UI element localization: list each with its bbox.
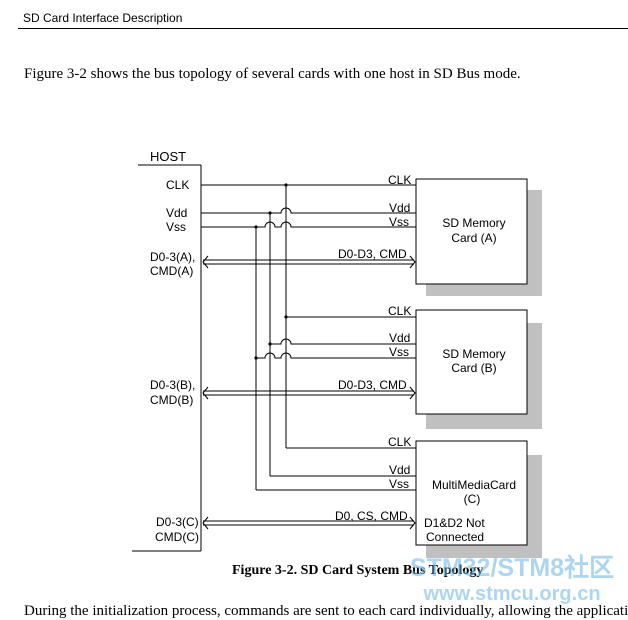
card-c-vdd-label: Vdd — [389, 463, 410, 477]
card-c-note-line2: Connected — [426, 530, 484, 544]
vss-line-a — [201, 221, 416, 228]
page-header: SD Card Interface Description — [18, 10, 628, 29]
vdd-junction-b — [268, 342, 272, 346]
arrow-right-a — [409, 255, 416, 269]
card-a-box — [415, 178, 528, 285]
card-b-vdd-label: Vdd — [389, 331, 410, 345]
host-vdd-label: Vdd — [166, 206, 187, 220]
clk-junction-b — [284, 315, 288, 319]
arrow-right-c — [409, 516, 416, 530]
header-title: SD Card Interface Description — [23, 11, 183, 25]
card-b-name-line2: Card (B) — [451, 361, 496, 375]
host-d03c-label: D0-3(C) — [156, 515, 199, 529]
host-d03a-label: D0-3(A), — [150, 250, 195, 264]
card-a-clk-label: CLK — [388, 173, 411, 187]
vss-line-b — [256, 352, 416, 359]
card-c-name-line2: (C) — [464, 492, 481, 506]
card-c-box — [415, 440, 528, 546]
card-a-vss-label: Vss — [389, 215, 409, 229]
card-a-name-line2: Card (A) — [451, 231, 496, 245]
card-c-clk-label: CLK — [388, 435, 411, 449]
host-clk-label: CLK — [166, 178, 189, 192]
arrow-left-c — [202, 516, 209, 530]
card-b-vss-label: Vss — [389, 345, 409, 359]
card-a-name-line1: SD Memory — [442, 216, 505, 230]
card-a-vdd-label: Vdd — [389, 201, 410, 215]
host-cmdb-label: CMD(B) — [150, 393, 193, 407]
card-b-bus-label: D0-D3, CMD — [338, 378, 407, 392]
arrow-left-b — [202, 386, 209, 400]
vdd-line-b — [270, 338, 416, 345]
vdd-line-a — [201, 207, 416, 214]
host-title: HOST — [150, 149, 186, 164]
card-c-note-line1: D1&D2 Not — [424, 516, 485, 530]
watermark-line2: www.stmcu.org.cn — [423, 583, 601, 605]
host-cmda-label: CMD(A) — [150, 264, 193, 278]
card-c-bus-label: D0, CS, CMD — [335, 509, 408, 523]
host-cmdc-label: CMD(C) — [155, 530, 199, 544]
card-b-name-line1: SD Memory — [442, 347, 505, 361]
host-vss-label: Vss — [166, 220, 186, 234]
card-b-box — [415, 309, 528, 415]
vdd-junction-a — [268, 211, 272, 215]
card-a-bus-label: D0-D3, CMD — [338, 247, 407, 261]
figure-caption: Figure 3-2. SD Card System Bus Topology — [232, 563, 484, 578]
vss-junction-a — [254, 225, 258, 229]
host-d03b-label: D0-3(B), — [150, 378, 195, 392]
arrow-left-a — [202, 255, 209, 269]
watermark: STM32/STM8社区 www.stmcu.org.cn — [396, 554, 628, 605]
vss-junction-b — [254, 356, 258, 360]
intro-paragraph: Figure 3-2 shows the bus topology of sev… — [24, 66, 521, 82]
arrow-right-b — [409, 386, 416, 400]
card-b-clk-label: CLK — [388, 304, 411, 318]
watermark-line1: STM32/STM8社区 — [409, 554, 615, 582]
clk-junction-a — [284, 183, 288, 187]
card-c-name-line1: MultiMediaCard — [432, 478, 516, 492]
body-paragraph: During the initialization process, comma… — [24, 603, 628, 619]
card-c-vss-label: Vss — [389, 477, 409, 491]
